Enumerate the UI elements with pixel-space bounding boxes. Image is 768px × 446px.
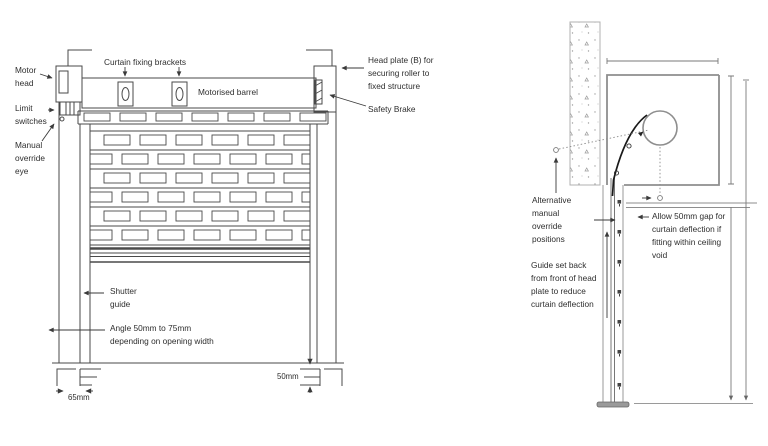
allow-gap-label: Allow 50mm gap for curtain deflection if… <box>652 211 726 260</box>
dimension-lines <box>606 58 749 401</box>
guide-setback-label: Guide set back from front of head plate … <box>531 260 597 309</box>
limit-switches-label: Limit switches <box>15 103 47 126</box>
leader-arrows <box>39 65 367 333</box>
guide-fixing-bolts <box>617 200 622 390</box>
limit-switches-box <box>59 101 81 116</box>
wall-section <box>569 21 601 186</box>
curtain-fixing-brackets-label: Curtain fixing brackets <box>104 57 187 67</box>
curtain-fixing-bracket <box>117 81 134 107</box>
ceiling-line <box>626 202 757 208</box>
head-plate-bracket-left <box>67 49 92 66</box>
shutter-guide-label: Shutter guide <box>110 286 137 309</box>
manual-override-eye-mark <box>59 116 65 122</box>
side-section-drawing <box>553 21 757 408</box>
head-plate-bracket-right <box>306 49 333 66</box>
curtain-perforations <box>83 112 327 241</box>
section-leader-arrows <box>553 157 652 318</box>
guide-base-plate <box>596 401 630 408</box>
corner-angle-right <box>300 358 343 393</box>
angle-note-label: Angle 50mm to 75mm depending on opening … <box>110 323 214 346</box>
bottom-rails <box>90 247 310 263</box>
guide-rail <box>602 178 624 402</box>
top-slat-band <box>77 107 329 125</box>
alternative-override-label: Alternative manual override positions <box>532 195 572 244</box>
roller-circle <box>642 110 678 146</box>
head-plate-b-box <box>313 65 337 113</box>
motor-head-box <box>55 65 83 103</box>
manual-override-eye-label: Manual override eye <box>15 140 45 176</box>
safety-brake-hatch <box>314 79 323 105</box>
corner-angle-left <box>56 368 101 394</box>
motor-head-label: Motor head <box>15 65 37 88</box>
dim-65mm-label: 65mm <box>68 393 90 402</box>
motorised-barrel-label: Motorised barrel <box>198 87 258 97</box>
dim-50mm-label: 50mm <box>277 372 299 381</box>
head-box <box>606 74 720 186</box>
override-position-markers <box>553 129 663 201</box>
safety-brake-label: Safety Brake <box>368 104 416 114</box>
curtain-fixing-bracket <box>171 81 188 107</box>
front-elevation-drawing <box>39 49 367 394</box>
curtain-curve <box>611 114 648 197</box>
head-plate-label: Head plate (B) for securing roller to fi… <box>368 55 434 91</box>
slat-joint-lines <box>90 130 310 246</box>
